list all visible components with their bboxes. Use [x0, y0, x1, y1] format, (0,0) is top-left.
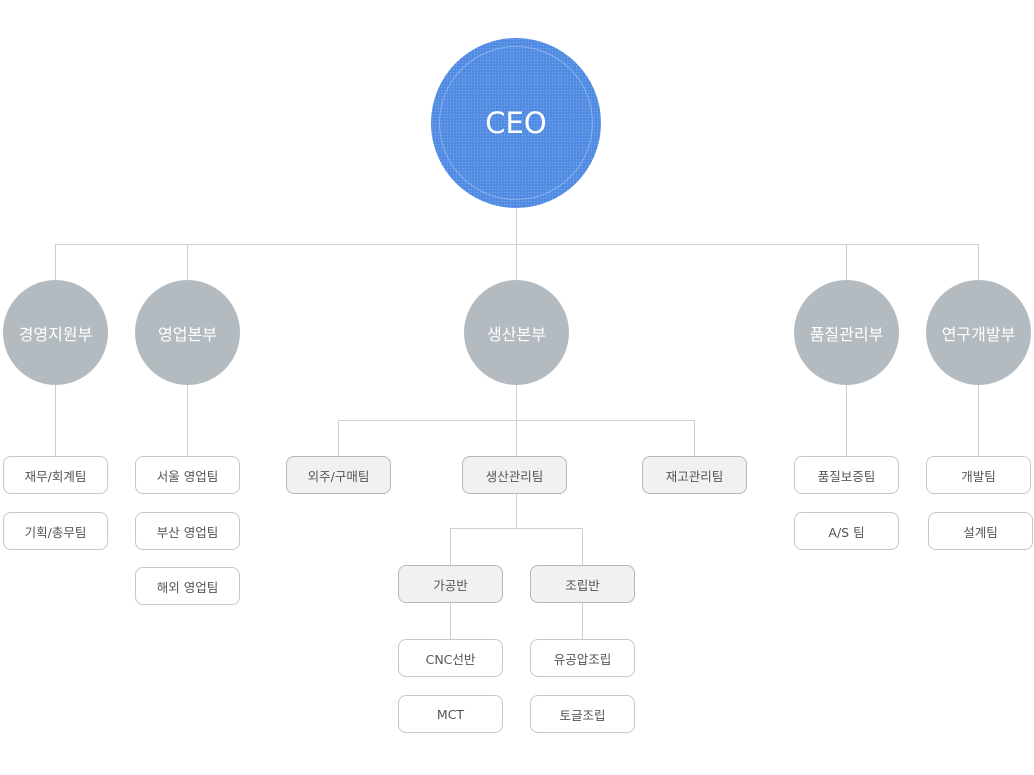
connector-line: [978, 385, 979, 456]
team-box: 유공압조립: [530, 639, 635, 677]
team-box: A/S 팀: [794, 512, 899, 550]
connector-line: [450, 602, 451, 639]
connector-line: [187, 385, 188, 456]
team-box: 설계팀: [928, 512, 1033, 550]
dept-sales: 영업본부: [135, 280, 240, 385]
team-box: 품질보증팀: [794, 456, 899, 494]
connector-line: [978, 244, 979, 280]
dept-quality: 품질관리부: [794, 280, 899, 385]
dept-management-support: 경영지원부: [3, 280, 108, 385]
connector-line: [450, 528, 583, 529]
connector-line: [516, 244, 517, 280]
connector-line: [516, 493, 517, 528]
ceo-node: CEO: [431, 38, 601, 208]
connector-line: [338, 420, 695, 421]
connector-line: [582, 602, 583, 639]
sub-unit-box: 조립반: [530, 565, 635, 603]
dept-production: 생산본부: [464, 280, 569, 385]
dept-rnd: 연구개발부: [926, 280, 1031, 385]
connector-line: [338, 420, 339, 456]
connector-line: [582, 528, 583, 565]
connector-line: [846, 385, 847, 456]
team-box: MCT: [398, 695, 503, 733]
team-box: 토글조립: [530, 695, 635, 733]
connector-line: [846, 244, 847, 280]
connector-line: [55, 244, 979, 245]
team-box: CNC선반: [398, 639, 503, 677]
team-box: 재고관리팀: [642, 456, 747, 494]
team-box: 기획/총무팀: [3, 512, 108, 550]
team-box: 서울 영업팀: [135, 456, 240, 494]
connector-line: [694, 420, 695, 456]
team-box: 생산관리팀: [462, 456, 567, 494]
connector-line: [516, 208, 517, 244]
connector-line: [450, 528, 451, 565]
team-box: 외주/구매팀: [286, 456, 391, 494]
team-box: 부산 영업팀: [135, 512, 240, 550]
connector-line: [187, 244, 188, 280]
sub-unit-box: 가공반: [398, 565, 503, 603]
connector-line: [55, 385, 56, 456]
team-box: 해외 영업팀: [135, 567, 240, 605]
team-box: 개발팀: [926, 456, 1031, 494]
team-box: 재무/회계팀: [3, 456, 108, 494]
connector-line: [55, 244, 56, 280]
